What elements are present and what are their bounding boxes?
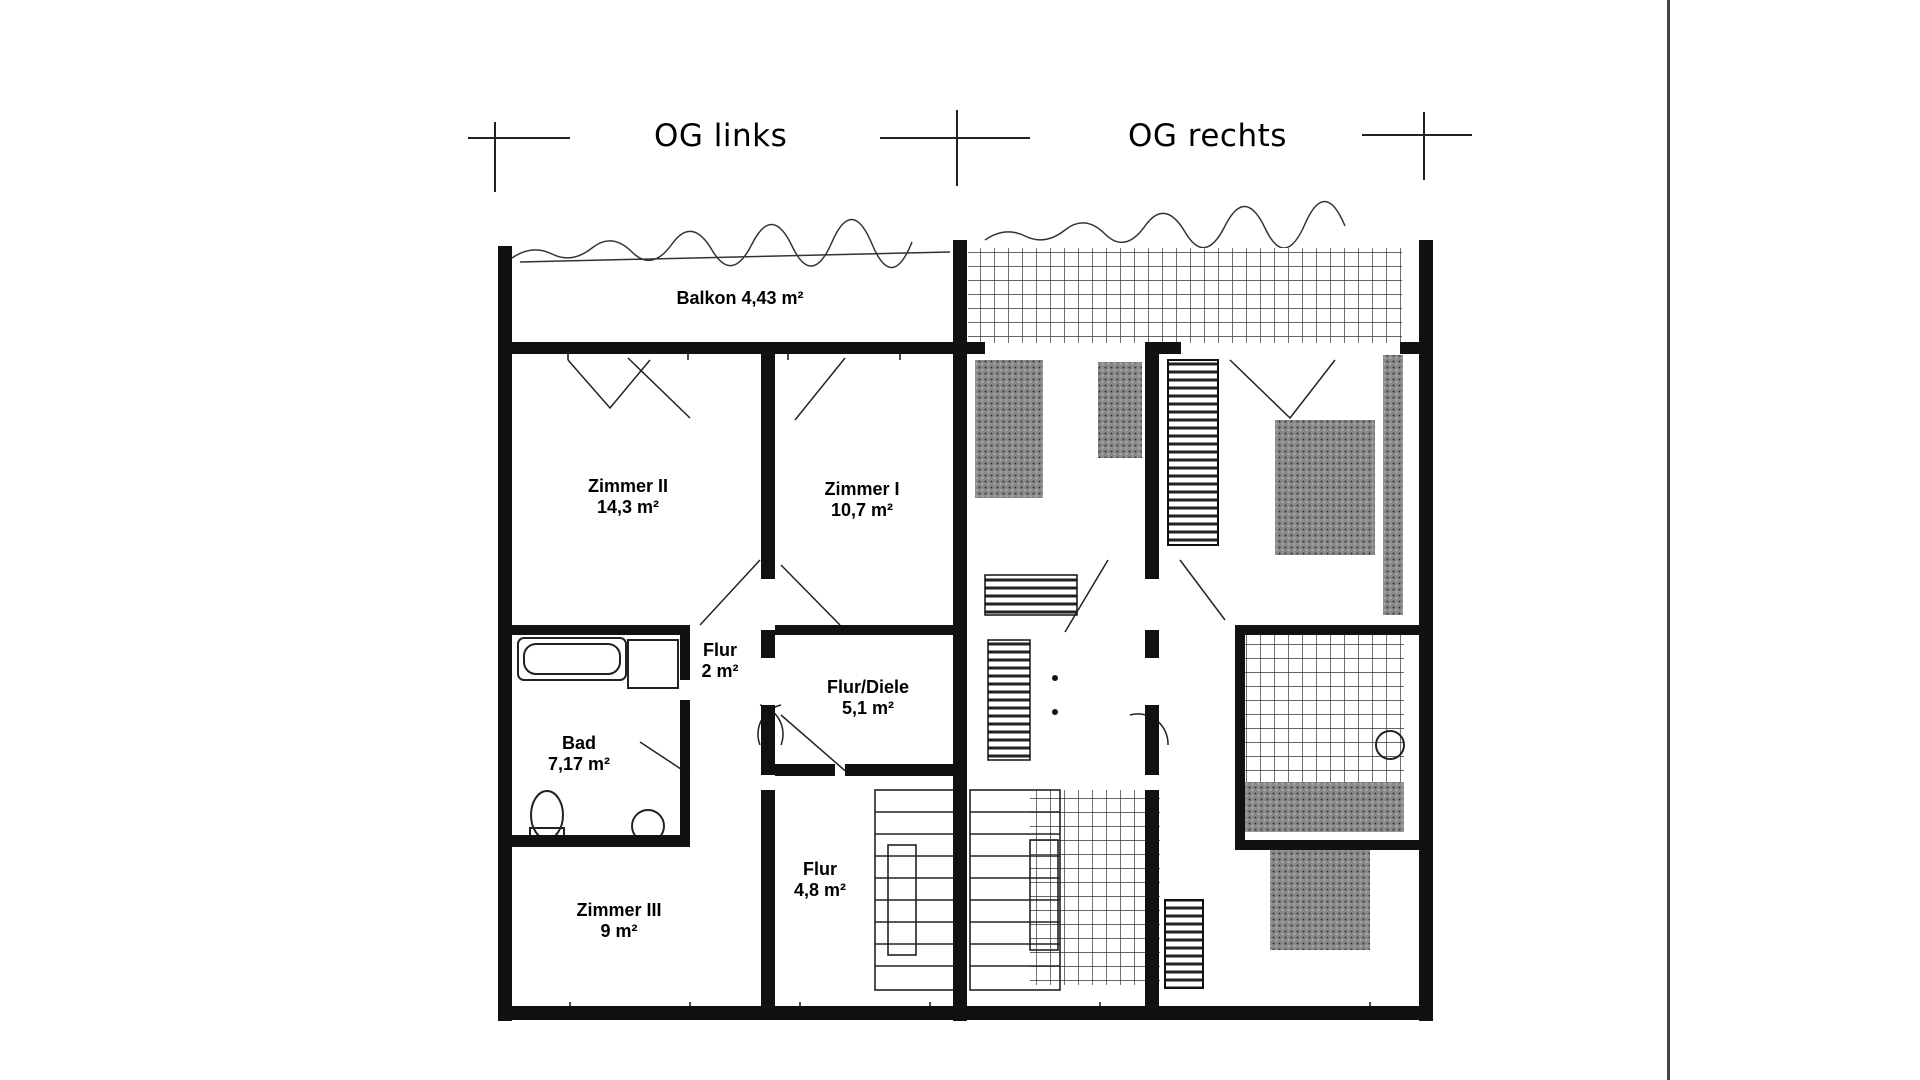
flur-small-area: 2 m² (701, 661, 739, 681)
bad-area: 7,17 m² (547, 754, 611, 774)
furniture-right (975, 355, 1405, 989)
door-swings (567, 357, 1336, 776)
balcony-right-tiles (968, 248, 1402, 343)
zimmer-1-area: 10,7 m² (830, 500, 894, 520)
heading-og-rechts: OG rechts (1128, 118, 1287, 154)
stair-landing-right-tiles (1030, 790, 1160, 985)
flur-diele-area: 5,1 m² (841, 698, 895, 718)
staircase-left (874, 789, 956, 991)
label-zimmer-1: Zimmer I 10,7 m² (824, 479, 899, 521)
label-balkon: Balkon 4,43 m² (676, 288, 803, 309)
heading-og-links: OG links (654, 118, 788, 154)
roof-edge-hatching (511, 200, 1346, 269)
bathroom-right-tiles (1238, 632, 1404, 782)
dimension-lines (468, 110, 1472, 192)
label-bad: Bad 7,17 m² (548, 733, 610, 775)
flur-lower-name: Flur (803, 859, 837, 879)
label-flur-lower: Flur 4,8 m² (794, 859, 846, 901)
flur-lower-area: 4,8 m² (793, 880, 847, 900)
label-flur-small: Flur 2 m² (701, 640, 738, 682)
zimmer-1-name: Zimmer I (824, 479, 900, 499)
flur-small-name: Flur (702, 640, 737, 660)
bad-name: Bad (561, 733, 597, 753)
label-zimmer-2: Zimmer II 14,3 m² (588, 476, 668, 518)
bathroom-fixtures-left (517, 637, 679, 843)
zimmer-2-area: 14,3 m² (596, 497, 660, 517)
zimmer-3-name: Zimmer III (576, 900, 662, 920)
balkon-name: Balkon 4,43 m² (676, 288, 804, 308)
staircase-right (969, 789, 1061, 991)
zimmer-2-name: Zimmer II (587, 476, 669, 496)
zimmer-3-area: 9 m² (600, 921, 638, 941)
flur-diele-name: Flur/Diele (826, 677, 910, 697)
label-zimmer-3: Zimmer III 9 m² (576, 900, 661, 942)
walls (498, 240, 1433, 1021)
label-flur-diele: Flur/Diele 5,1 m² (827, 677, 909, 719)
page-edge-line (1667, 0, 1670, 1080)
